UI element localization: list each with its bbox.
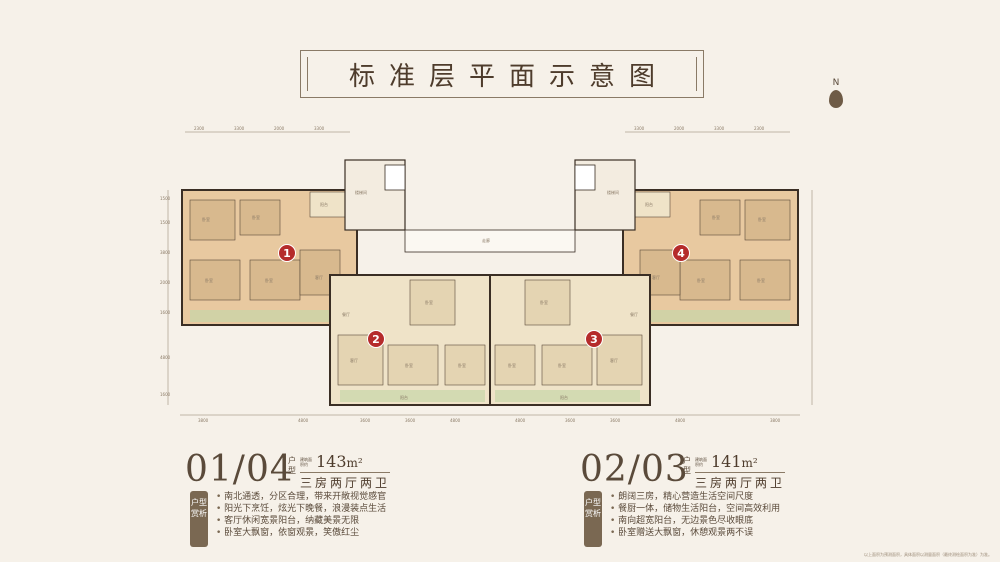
room-label: 卧室 — [757, 278, 765, 283]
dimension-label: 3600 — [405, 418, 416, 423]
divider — [695, 472, 785, 473]
feature-item: 客厅休闲宽景阳台，纳藏美景无限 — [216, 515, 386, 527]
room-label: 卧室 — [712, 215, 720, 220]
dimension-label: 1500 — [160, 196, 171, 201]
divider — [300, 472, 390, 473]
dimension-label: 1500 — [160, 220, 171, 225]
feature-item: 卧室大飘窗，依窗观景，笑傲红尘 — [216, 527, 386, 539]
feature-tag: 户型赏析 — [584, 491, 602, 547]
room-label: 楼梯间 — [355, 190, 367, 195]
room-label: 卧室 — [540, 300, 548, 305]
unit-3-plan — [489, 274, 651, 406]
dimension-label: 3600 — [360, 418, 371, 423]
dimension-label: 1600 — [160, 310, 171, 315]
feature-item: 餐厨一体，储物生活阳台，空间高效利用 — [610, 503, 780, 515]
room-label: 卧室 — [405, 363, 413, 368]
dimension-label: 3800 — [770, 418, 781, 423]
feature-item: 南北通透，分区合理，带来开敞视觉感官 — [216, 491, 386, 503]
room-label: 走廊 — [482, 238, 490, 243]
unit-layout: 三房两厅两卫 — [695, 476, 786, 490]
dimension-label: 2000 — [160, 280, 171, 285]
dimension-label: 3300 — [634, 126, 645, 131]
north-arrow-icon — [829, 90, 843, 108]
title-frame: 标准层平面示意图 — [300, 50, 704, 98]
room-label: 餐厅 — [630, 312, 638, 317]
disclaimer: 以上面积为预测面积，具体面积以测量面积（最终测绘面积为准）为准。 — [864, 552, 992, 557]
floor-plan-drawing — [167, 131, 813, 416]
unit-2-plan — [329, 274, 491, 406]
feature-list: 朗阔三房，精心营造生活空间尺度 餐厨一体，储物生活阳台，空间高效利用 南向超宽阳… — [610, 491, 780, 539]
compass: N — [826, 78, 846, 108]
room-label: 卧室 — [508, 363, 516, 368]
dimension-label: 4800 — [298, 418, 309, 423]
room-label: 餐厅 — [342, 312, 350, 317]
room-label: 客厅 — [652, 275, 660, 280]
unit-badge-1: 1 — [278, 244, 296, 262]
dimension-label: 3800 — [160, 250, 171, 255]
room-label: 卧室 — [697, 278, 705, 283]
area-label: 建筑面积约 — [300, 457, 312, 467]
dimension-lines — [167, 131, 813, 416]
room-label: 客厅 — [350, 358, 358, 363]
dimension-label: 4800 — [160, 355, 171, 360]
room-label: 卧室 — [252, 215, 260, 220]
dimension-label: 3600 — [610, 418, 621, 423]
dimension-label: 3300 — [714, 126, 725, 131]
core-plan — [344, 159, 636, 253]
feature-item: 南向超宽阳台，无边景色尽收眼底 — [610, 515, 780, 527]
unit-4-plan — [622, 189, 799, 326]
dimension-label: 2300 — [754, 126, 765, 131]
room-label: 卧室 — [202, 217, 210, 222]
area-label: 建筑面积约 — [695, 457, 707, 467]
room-label: 阳台 — [560, 395, 568, 400]
area-value: 141m² — [711, 452, 758, 471]
dimension-label: 2300 — [194, 126, 205, 131]
unit-type-number: 02/03 — [580, 449, 689, 490]
room-label: 卧室 — [205, 278, 213, 283]
room-label: 客厅 — [315, 275, 323, 280]
dimension-label: 3600 — [565, 418, 576, 423]
dimension-label: 4800 — [450, 418, 461, 423]
unit-badge-4: 4 — [672, 244, 690, 262]
unit-1-plan — [181, 189, 358, 326]
room-label: 卧室 — [458, 363, 466, 368]
feature-tag: 户型赏析 — [190, 491, 208, 547]
dimension-label: 4800 — [515, 418, 526, 423]
room-label: 卧室 — [265, 278, 273, 283]
dimension-label: 2000 — [274, 126, 285, 131]
feature-item: 朗阔三房，精心营造生活空间尺度 — [610, 491, 780, 503]
feature-list: 南北通透，分区合理，带来开敞视觉感官 阳光下烹饪，炫光下晚餐，浪漫装点生活 客厅… — [216, 491, 386, 539]
room-label: 卧室 — [758, 217, 766, 222]
unit-badge-2: 2 — [367, 330, 385, 348]
unit-type-side-label: 户型 — [288, 456, 296, 475]
unit-layout: 三房两厅两卫 — [300, 476, 391, 490]
floor-plan: 卧室 卧室 卧室 卧室 客厅 阳台 卧室 卧室 卧室 卧室 客厅 阳台 楼梯间 … — [160, 120, 820, 430]
unit-badge-3: 3 — [585, 330, 603, 348]
dimension-label: 2000 — [674, 126, 685, 131]
feature-item: 卧室赠送大飘窗，休憩观景两不误 — [610, 527, 780, 539]
room-label: 阳台 — [645, 202, 653, 207]
compass-label: N — [832, 78, 840, 88]
room-label: 阳台 — [320, 202, 328, 207]
room-label: 客厅 — [610, 358, 618, 363]
dimension-label: 3300 — [234, 126, 245, 131]
room-label: 楼梯间 — [607, 190, 619, 195]
room-label: 卧室 — [425, 300, 433, 305]
room-label: 阳台 — [400, 395, 408, 400]
room-label: 卧室 — [558, 363, 566, 368]
unit-type-side-label: 户型 — [683, 456, 691, 475]
page-title: 标准层平面示意图 — [348, 61, 669, 92]
dimension-label: 3300 — [314, 126, 325, 131]
dimension-label: 1600 — [160, 392, 171, 397]
dimension-label: 3800 — [198, 418, 209, 423]
dimension-label: 4800 — [675, 418, 686, 423]
unit-type-number: 01/04 — [185, 449, 294, 490]
feature-item: 阳光下烹饪，炫光下晚餐，浪漫装点生活 — [216, 503, 386, 515]
area-value: 143m² — [316, 452, 363, 471]
